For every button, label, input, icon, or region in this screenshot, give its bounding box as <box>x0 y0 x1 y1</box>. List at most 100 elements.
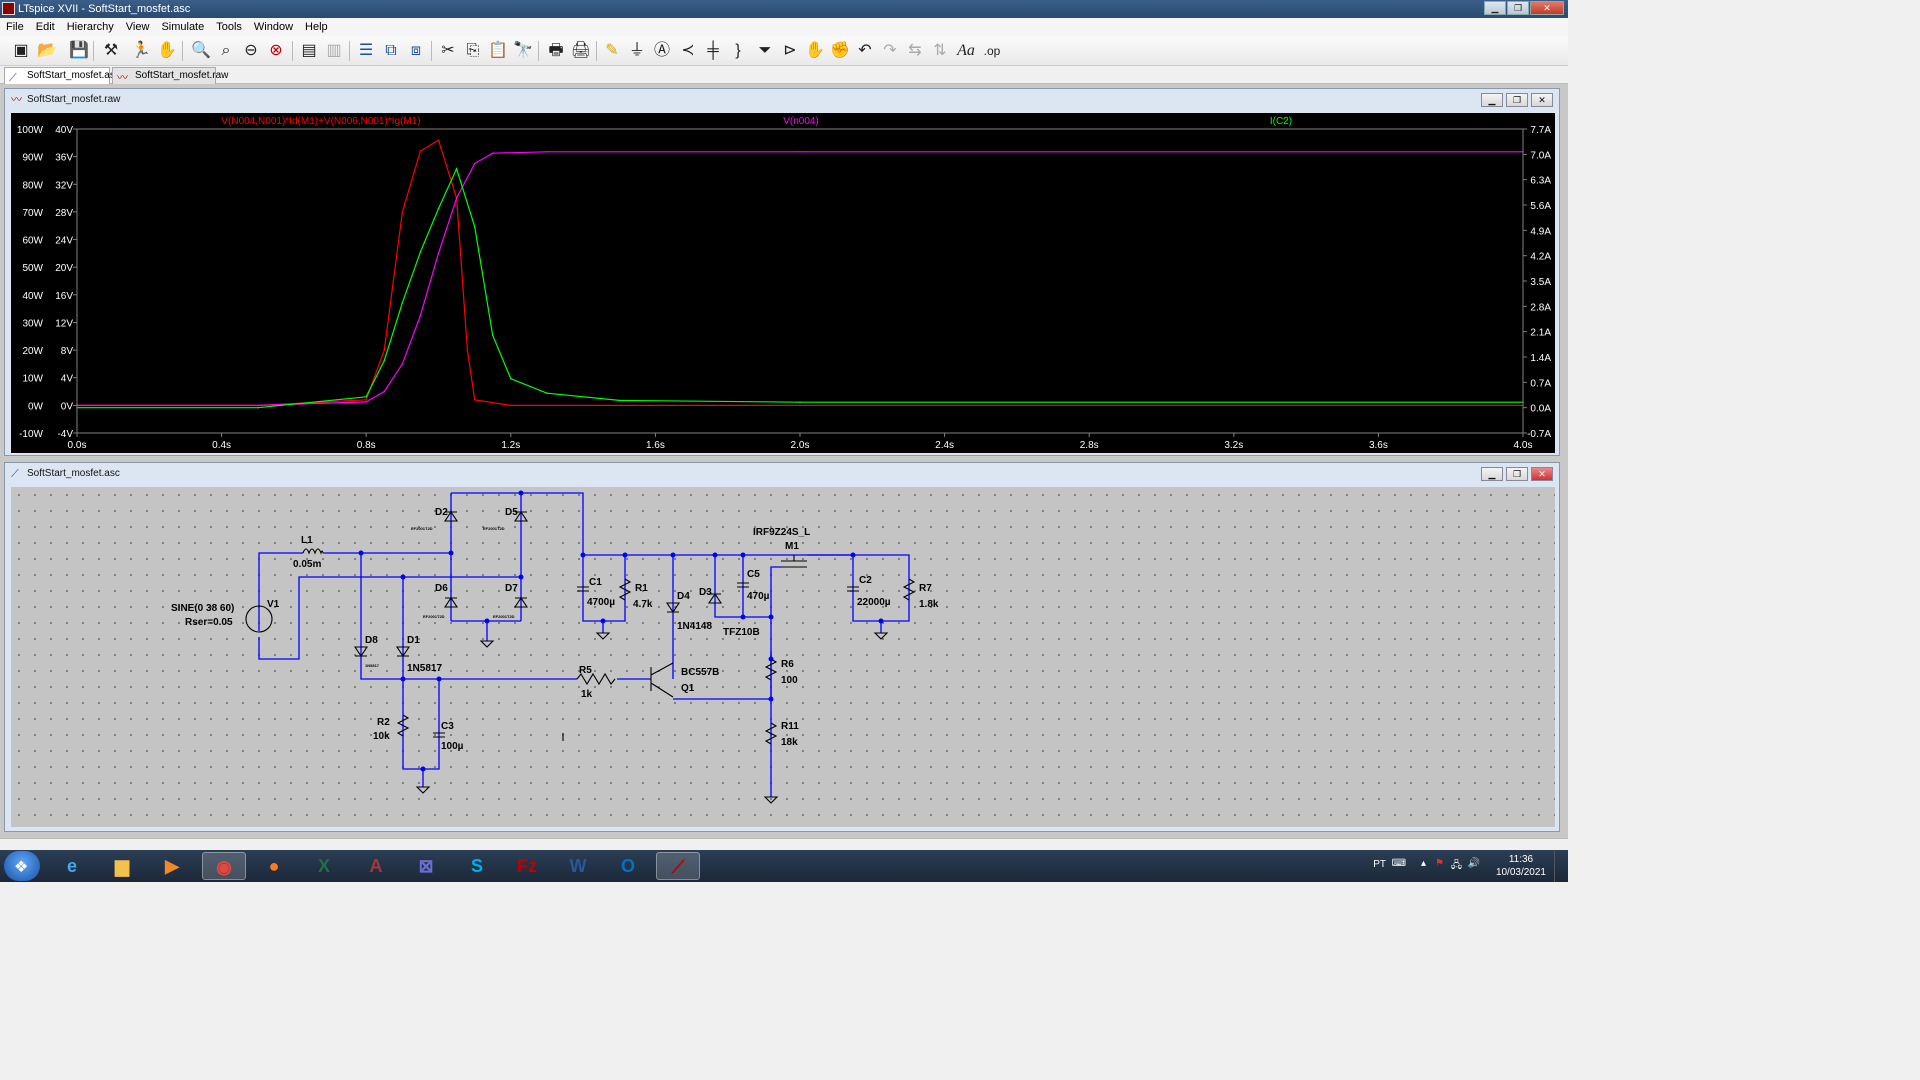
outlook-icon[interactable]: O <box>620 856 635 876</box>
trace-point <box>257 404 259 407</box>
autorange-icon[interactable]: ▤ <box>301 42 317 59</box>
toolbar: ▣ 📂 💾 ⚒ 🏃 ✋ 🔍 ⌕ ⊖ ⊗ ▤ ▥ ☰ ⧉ ⧈ ✂ ⎘ 📋 🔭 🖶 … <box>0 36 1568 66</box>
component-icon[interactable]: ⊳ <box>783 42 797 59</box>
media-player-icon[interactable]: ▶ <box>165 856 179 876</box>
legend-series-2[interactable]: I(C2) <box>1270 116 1292 127</box>
cut-icon[interactable]: ✂ <box>441 42 455 59</box>
control-panel-icon[interactable]: ⚒ <box>103 42 119 59</box>
tab-schematic[interactable]: ⟋ SoftStart_mosfet.asc <box>4 67 120 84</box>
diode-d8 <box>353 646 369 657</box>
filezilla-icon[interactable]: Fz <box>517 856 537 876</box>
menu-tools[interactable]: Tools <box>216 21 242 33</box>
drag-icon[interactable]: ✊ <box>830 42 850 59</box>
volume-icon[interactable]: 🔊 <box>1467 858 1480 869</box>
tab-waveform[interactable]: 〰 SoftStart_mosfet.raw <box>112 67 228 84</box>
resistor-r11 <box>764 722 778 745</box>
schematic-svg[interactable]: L1 0.05m V1 SINE(0 38 60) Rser=0.05 D2 E… <box>11 487 1555 827</box>
trace-point <box>383 359 386 362</box>
close-button[interactable]: ✕ <box>1531 467 1553 481</box>
print-setup-icon[interactable]: 🖨 <box>570 42 592 59</box>
minimize-button[interactable]: ▁ <box>1481 93 1503 107</box>
ground-icon[interactable]: ⏚ <box>628 42 645 59</box>
copy-icon[interactable]: ⎘ <box>466 42 480 59</box>
internet-explorer-icon[interactable]: e <box>66 856 77 876</box>
open-folder-icon[interactable]: 📂 <box>37 42 57 59</box>
run-icon[interactable]: 🏃 <box>131 42 151 59</box>
halt-icon[interactable]: ✋ <box>157 42 177 59</box>
menu-hierarchy[interactable]: Hierarchy <box>66 21 114 33</box>
zoom-fit-icon[interactable]: ⊗ <box>269 42 283 59</box>
trace-V(n004)[interactable] <box>77 151 1523 406</box>
tile-horizontal-icon[interactable]: ☰ <box>358 42 374 59</box>
firefox-icon[interactable]: ● <box>268 856 280 876</box>
trace-V(N004,N001)*Id(M1)+V(N006,N001)*Ig(M1)[interactable] <box>77 139 1523 406</box>
network-icon[interactable]: 🖧 <box>1450 860 1462 871</box>
close-button[interactable]: ✕ <box>1531 93 1553 107</box>
file-explorer-icon[interactable]: ▆ <box>115 856 129 876</box>
zoom-out-icon[interactable]: ⊖ <box>244 42 258 59</box>
restore-button[interactable]: ❐ <box>1506 467 1528 481</box>
access-icon[interactable]: A <box>369 856 383 876</box>
capacitor-icon[interactable]: ╪ <box>707 42 719 59</box>
transistor-q1 <box>650 662 674 698</box>
word-icon[interactable]: W <box>569 856 587 876</box>
restore-button[interactable]: ❐ <box>1506 93 1528 107</box>
mirror-icon[interactable]: ⇅ <box>933 42 947 59</box>
close-button[interactable]: ✕ <box>1530 1 1564 15</box>
action-center-icon[interactable]: ⚑ <box>1435 858 1444 869</box>
save-icon[interactable]: 💾 <box>69 42 89 59</box>
zoom-area-icon[interactable]: ▥ <box>326 42 342 59</box>
menu-file[interactable]: File <box>6 21 24 33</box>
capacitor-c3 <box>433 732 445 738</box>
move-icon[interactable]: ✋ <box>805 42 825 59</box>
menu-simulate[interactable]: Simulate <box>161 21 205 33</box>
ltspice-icon[interactable]: ⟋ <box>656 852 700 880</box>
y-left-power-tick-label: 10W <box>22 374 43 385</box>
menu-window[interactable]: Window <box>253 21 294 33</box>
print-icon[interactable]: 🖶 <box>548 42 564 59</box>
diode-icon[interactable]: ⏷ <box>758 42 772 59</box>
text-icon[interactable]: Aa <box>957 42 975 59</box>
restore-button[interactable]: ❐ <box>1507 1 1529 15</box>
show-hidden-icons-icon[interactable]: ▴ <box>1420 858 1426 869</box>
rotate-icon[interactable]: ⇆ <box>908 42 922 59</box>
undo-icon[interactable]: ↶ <box>858 42 872 59</box>
show-desktop-button[interactable] <box>1554 850 1568 882</box>
spice-directive-icon[interactable]: .op <box>983 44 1001 58</box>
paste-icon[interactable]: 📋 <box>488 42 508 59</box>
y-right-tick-label: 0.0A <box>1530 404 1551 415</box>
chrome-icon[interactable]: ◉ <box>202 852 246 880</box>
legend-series-0[interactable]: V(N004,N001)*Id(M1)+V(N006,N001)*Ig(M1) <box>221 116 420 127</box>
keyboard-icon[interactable]: ⌨ <box>1391 858 1406 869</box>
trace-I(C2)[interactable] <box>77 167 1523 409</box>
wire <box>360 553 403 680</box>
language-indicator[interactable]: PT <box>1373 859 1386 870</box>
find-icon[interactable]: 🔭 <box>513 42 533 59</box>
inductor-icon[interactable]: } <box>735 42 741 59</box>
draw-wire-icon[interactable]: ✎ <box>605 42 619 59</box>
tile-vertical-icon[interactable]: ⧉ <box>385 42 397 59</box>
zoom-in-icon[interactable]: 🔍 <box>191 42 211 59</box>
menu-help[interactable]: Help <box>305 21 328 33</box>
minimize-button[interactable]: ▁ <box>1484 1 1506 15</box>
label-net-icon[interactable]: Ⓐ <box>653 42 670 59</box>
skype-icon[interactable]: S <box>470 856 483 876</box>
start-button[interactable]: ❖ <box>4 851 40 881</box>
schematic-canvas[interactable]: L1 0.05m V1 SINE(0 38 60) Rser=0.05 D2 E… <box>11 487 1555 827</box>
clock[interactable]: 11:36 10/03/2021 <box>1496 853 1546 879</box>
redo-icon[interactable]: ↷ <box>883 42 897 59</box>
outlook-alt-icon[interactable]: ⊠ <box>418 856 434 876</box>
excel-icon[interactable]: X <box>317 856 330 876</box>
ltspice-app-icon[interactable] <box>2 2 15 15</box>
legend-series-1[interactable]: V(n004) <box>783 116 819 127</box>
trace-point <box>510 377 512 380</box>
pan-icon[interactable]: ⌕ <box>221 42 231 59</box>
new-schematic-icon[interactable]: ▣ <box>13 42 29 59</box>
menu-view[interactable]: View <box>125 21 150 33</box>
resistor-icon[interactable]: ≺ <box>681 42 695 59</box>
minimize-button[interactable]: ▁ <box>1481 467 1503 481</box>
cascade-icon[interactable]: ⧈ <box>410 42 422 59</box>
menu-edit[interactable]: Edit <box>35 21 55 33</box>
